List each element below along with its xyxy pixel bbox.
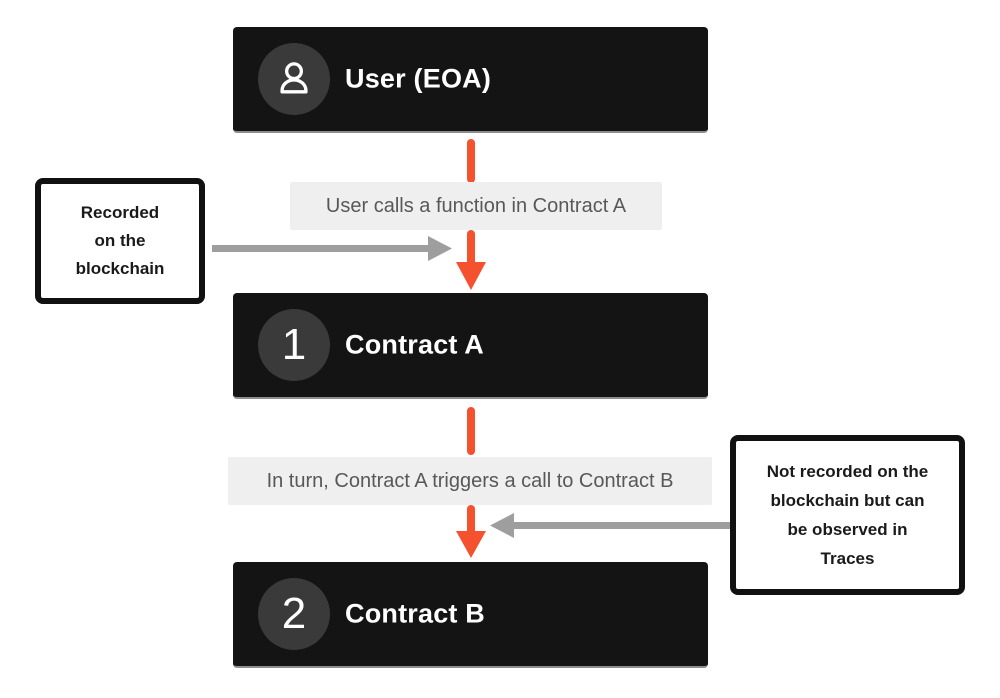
- node-user-eoa: User (EOA): [233, 27, 708, 133]
- contract-b-number: 2: [281, 589, 307, 638]
- note-recorded-on-blockchain: Recorded on the blockchain: [35, 178, 205, 304]
- traces-note-arrow-shaft: [512, 522, 730, 529]
- node-contract-b: 2 Contract B: [233, 562, 708, 668]
- contract-a-number-badge: 1: [258, 309, 330, 381]
- traces-note-arrow-head: [490, 513, 514, 538]
- contract-a-number: 1: [281, 320, 307, 369]
- flow-arrow-a-to-b-shaft-top: [467, 407, 475, 455]
- contract-b-number-badge: 2: [258, 578, 330, 650]
- flow-arrow-user-to-a-shaft-top: [467, 139, 475, 183]
- note-line: Not recorded on the: [766, 462, 929, 481]
- edge-label-user-calls: User calls a function in Contract A: [290, 182, 662, 230]
- flow-arrow-a-to-b-shaft-bottom: [467, 505, 475, 535]
- note-line: blockchain but can: [770, 491, 925, 510]
- recorded-note-arrow: [212, 236, 452, 261]
- recorded-note-arrow-head: [428, 236, 452, 261]
- user-avatar-badge: [258, 43, 330, 115]
- note-line: on the: [94, 231, 146, 250]
- node-contract-b-title: Contract B: [345, 598, 486, 629]
- note-line: Recorded: [80, 203, 160, 222]
- flow-arrow-user-to-a-head: [456, 262, 486, 290]
- note-line: Traces: [820, 549, 875, 568]
- note-line: blockchain: [75, 259, 165, 278]
- flow-arrow-user-to-a-shaft-bottom: [467, 230, 475, 266]
- note-line: be observed in: [787, 520, 908, 539]
- edge-label-contract-a-triggers: In turn, Contract A triggers a call to C…: [228, 457, 712, 505]
- flow-arrow-a-to-b-head: [456, 531, 486, 558]
- recorded-note-arrow-shaft: [212, 245, 430, 252]
- node-contract-a: 1 Contract A: [233, 293, 708, 399]
- traces-note-arrow: [490, 513, 730, 538]
- node-contract-a-title: Contract A: [345, 329, 485, 360]
- person-icon: [280, 62, 308, 94]
- node-user-title: User (EOA): [345, 63, 492, 94]
- note-not-recorded-traces: Not recorded on the blockchain but can b…: [730, 435, 965, 595]
